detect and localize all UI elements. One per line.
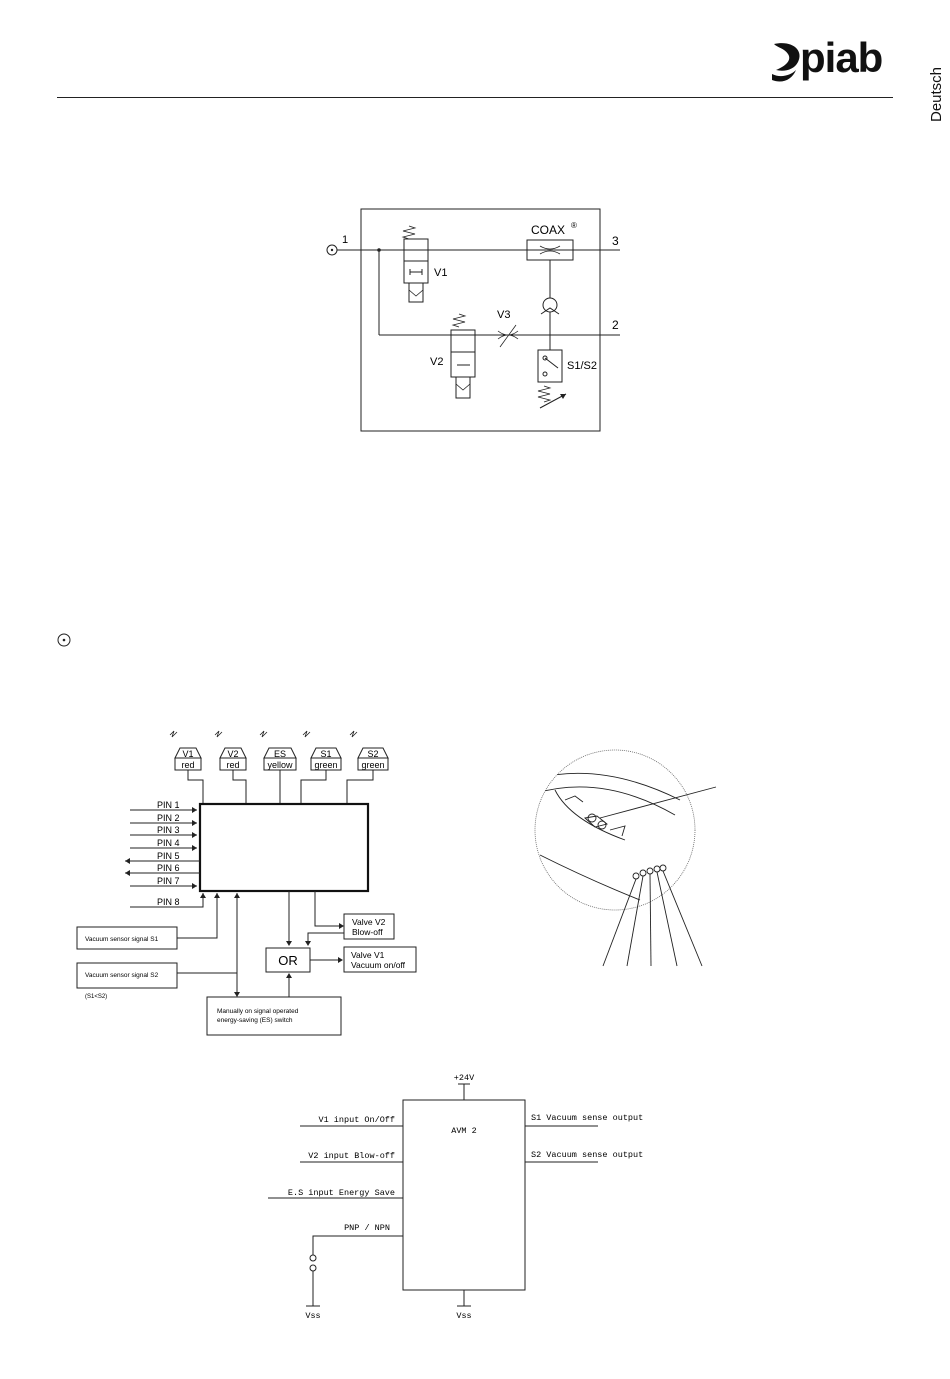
pin-label: PIN 4 bbox=[157, 838, 180, 848]
led-v1: V1 red bbox=[169, 730, 202, 771]
supply-label: +24V bbox=[454, 1073, 475, 1083]
led-color: green bbox=[314, 760, 337, 770]
throttle-v3-icon bbox=[497, 330, 519, 340]
led-color: green bbox=[361, 760, 384, 770]
sensor-s2-label: Vacuum sensor signal S2 bbox=[85, 972, 159, 979]
s1-s2-label: S1/S2 bbox=[567, 360, 597, 372]
led-color: red bbox=[181, 760, 194, 770]
vss-center-label: Vss bbox=[456, 1311, 471, 1321]
header-rule bbox=[57, 97, 893, 98]
port-3-label: 3 bbox=[612, 234, 619, 248]
led-v2: V2 red bbox=[214, 730, 247, 771]
port-1-label: 1 bbox=[342, 234, 348, 246]
check-valve-icon bbox=[542, 297, 558, 313]
pneumatic-circuit-diagram: 1 3 2 V1 COAX ® V3 V2 bbox=[326, 208, 620, 432]
pin-label: PIN 2 bbox=[157, 813, 180, 823]
s1-output-label: S1 Vacuum sense output bbox=[531, 1113, 643, 1123]
led-s1: S1 green bbox=[302, 730, 342, 771]
jumper-terminal-icon bbox=[309, 1254, 317, 1262]
pnp-npn-label: PNP / NPN bbox=[344, 1223, 390, 1233]
led-location-illustration bbox=[534, 749, 717, 967]
pin-label: PIN 3 bbox=[157, 825, 180, 835]
valve-v1-function: Vacuum on/off bbox=[351, 960, 406, 970]
vss-left-label: Vss bbox=[305, 1311, 320, 1321]
led-name: S1 bbox=[320, 749, 331, 759]
pin-label: PIN 5 bbox=[157, 851, 180, 861]
coax-trademark: ® bbox=[571, 221, 577, 230]
led-row bbox=[632, 864, 667, 880]
pin-label: PIN 7 bbox=[157, 876, 180, 886]
logic-block-diagram: V1 red V2 red ES yellow S1 green S2 gree… bbox=[76, 730, 417, 1036]
v2-input-label: V2 input Blow-off bbox=[308, 1151, 395, 1161]
es-switch-label-2: energy-saving (ES) switch bbox=[217, 1017, 293, 1024]
jumper-terminal-icon bbox=[309, 1264, 317, 1272]
pin-label: PIN 1 bbox=[157, 800, 180, 810]
language-label: Deutsch bbox=[928, 66, 945, 122]
led-name: ES bbox=[274, 749, 286, 759]
led-es: ES yellow bbox=[259, 730, 297, 771]
valve-v2-symbol bbox=[450, 313, 476, 399]
valve-v2-function: Blow-off bbox=[352, 927, 383, 937]
es-switch-label-1: Manually on signal operated bbox=[217, 1008, 299, 1015]
pin-label: PIN 8 bbox=[157, 897, 180, 907]
valve-v1-label: Valve V1 bbox=[351, 950, 385, 960]
logic-unit-box bbox=[198, 802, 370, 893]
coax-label: COAX bbox=[531, 223, 565, 237]
led-name: S2 bbox=[367, 749, 378, 759]
brand-name: piab bbox=[800, 34, 883, 81]
es-input-label: E.S input Energy Save bbox=[288, 1188, 395, 1198]
sensor-s1-label: Vacuum sensor signal S1 bbox=[85, 936, 159, 943]
valve-v1-symbol bbox=[401, 225, 429, 303]
supply-port-icon bbox=[57, 633, 71, 647]
v3-label: V3 bbox=[497, 309, 510, 321]
valve-v2-label: Valve V2 bbox=[352, 917, 386, 927]
led-s2: S2 green bbox=[349, 730, 389, 771]
led-name: V2 bbox=[227, 749, 238, 759]
wiring-diagram: +24V AVM 2 V1 input On/Off V2 input Blow… bbox=[268, 1073, 643, 1321]
v2-label: V2 bbox=[430, 356, 443, 368]
led-color: red bbox=[226, 760, 239, 770]
v1-label: V1 bbox=[434, 267, 447, 279]
vacuum-switch-symbol bbox=[537, 349, 567, 409]
or-label: OR bbox=[278, 953, 298, 968]
port-2-label: 2 bbox=[612, 318, 619, 332]
device-label: AVM 2 bbox=[451, 1126, 477, 1136]
led-name: V1 bbox=[182, 749, 193, 759]
pin-label: PIN 6 bbox=[157, 863, 180, 873]
language-tab: Deutsch bbox=[924, 50, 946, 130]
piab-logo: piab bbox=[770, 34, 895, 86]
piab-swirl-icon bbox=[772, 43, 800, 82]
led-color: yellow bbox=[267, 760, 293, 770]
s1-less-than-s2: (S1<S2) bbox=[85, 994, 107, 1000]
s2-output-label: S2 Vacuum sense output bbox=[531, 1150, 643, 1160]
v1-input-label: V1 input On/Off bbox=[318, 1115, 395, 1125]
